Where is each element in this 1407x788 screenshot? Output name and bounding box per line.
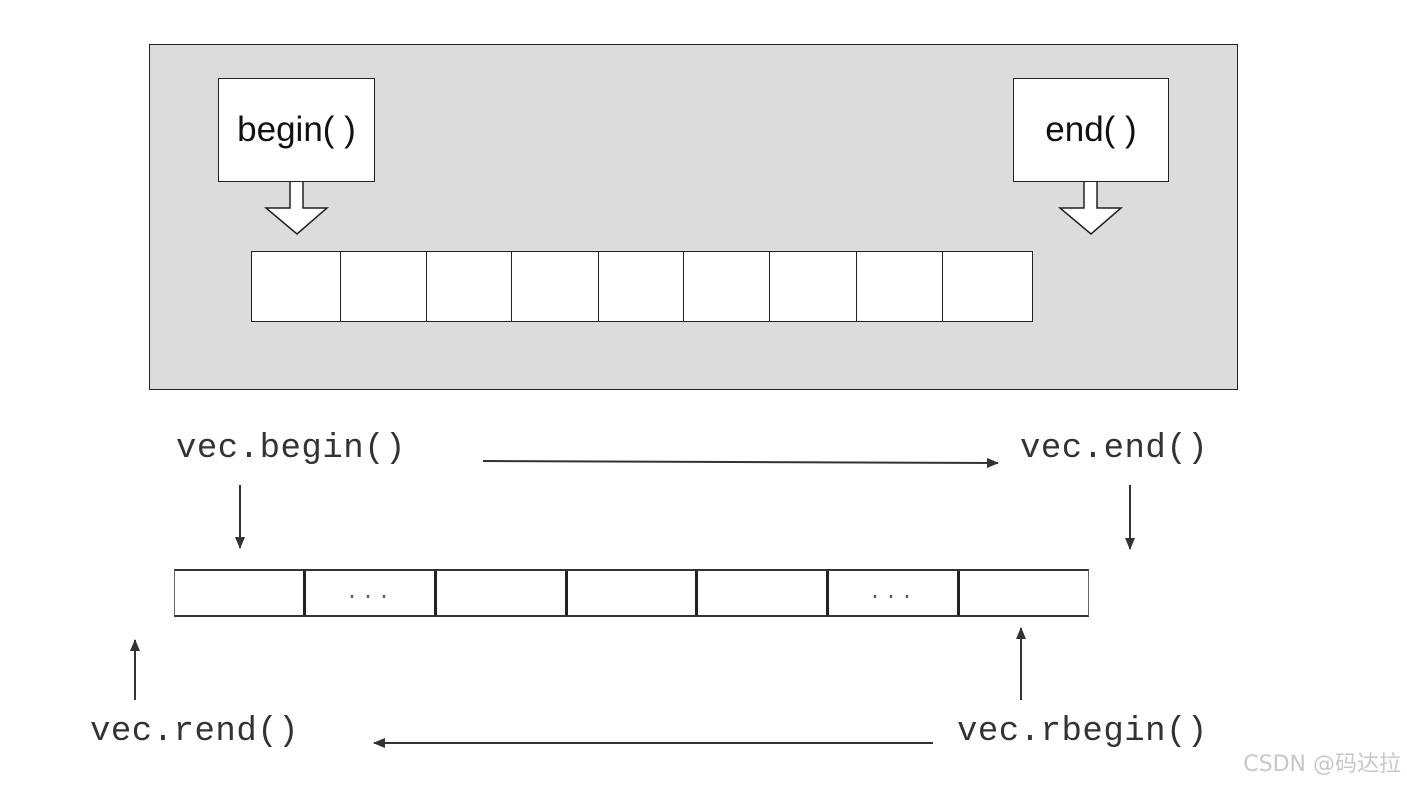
top-cell — [427, 252, 512, 321]
begin-label-box: begin( ) — [218, 78, 375, 182]
bottom-cell — [568, 571, 698, 615]
bottom-cell — [175, 571, 306, 615]
end-label: end( ) — [1045, 110, 1137, 149]
end-hollow-arrow — [1057, 182, 1124, 235]
bottom-cell — [698, 571, 829, 615]
begin-hollow-arrow — [263, 182, 330, 235]
begin-label: begin( ) — [237, 110, 356, 149]
bottom-container-cells: ... ... — [174, 569, 1089, 617]
top-cell — [252, 252, 341, 321]
vec-rend-label: vec.rend() — [90, 713, 300, 751]
top-cell — [341, 252, 427, 321]
top-cell — [684, 252, 771, 321]
bottom-cell-ellipsis: ... — [306, 571, 437, 615]
top-cell — [599, 252, 685, 321]
end-label-box: end( ) — [1013, 78, 1169, 182]
vec-end-label: vec.end() — [1020, 430, 1209, 468]
top-cell — [770, 252, 858, 321]
vec-begin-label: vec.begin() — [176, 430, 406, 468]
top-container-cells — [251, 251, 1033, 322]
top-cell — [512, 252, 599, 321]
watermark: CSDN @码达拉 — [1243, 752, 1401, 777]
top-cell — [857, 252, 944, 321]
bottom-cell — [437, 571, 568, 615]
bottom-cell-ellipsis: ... — [829, 571, 960, 615]
begin-to-end-arrow — [482, 457, 999, 468]
vec-rbegin-label: vec.rbegin() — [957, 713, 1208, 751]
